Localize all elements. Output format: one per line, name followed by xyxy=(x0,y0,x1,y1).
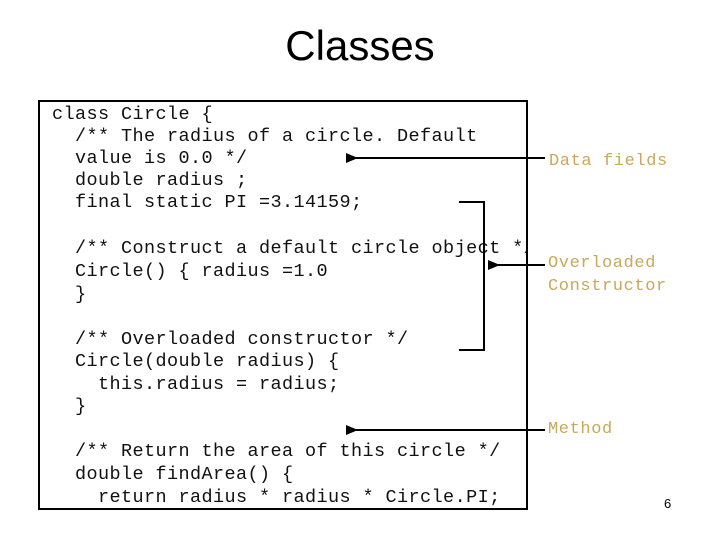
code-line: /** Overloaded constructor */ xyxy=(52,329,409,350)
code-line: } xyxy=(52,396,87,417)
method-label: Method xyxy=(548,420,613,439)
overloaded-label: Overloaded xyxy=(548,254,657,273)
data-fields-label: Data fields xyxy=(549,152,668,171)
page-number: 6 xyxy=(664,496,672,511)
slide-title: Classes xyxy=(285,22,435,69)
constructor-label: Constructor xyxy=(548,277,667,296)
code-line: double findArea() { xyxy=(52,464,294,485)
code-line: class Circle { xyxy=(52,104,214,125)
code-listing: class Circle { /** The radius of a circl… xyxy=(38,100,528,510)
code-line: /** Return the area of this circle */ xyxy=(52,441,501,462)
code-line: double radius ; xyxy=(52,170,248,191)
code-line: } xyxy=(52,284,87,305)
code-line: Circle() { radius =1.0 xyxy=(52,261,329,282)
code-line: /** Construct a default circle object */ xyxy=(52,238,528,259)
code-line: value is 0.0 */ xyxy=(52,148,248,169)
constructor-bracket xyxy=(459,201,485,351)
code-line: return radius * radius * Circle.PI; xyxy=(52,487,501,508)
code-line: /** The radius of a circle. Default xyxy=(52,126,478,147)
code-line: final static PI =3.14159; xyxy=(52,192,363,213)
code-line: Circle(double radius) { xyxy=(52,351,340,372)
code-line: this.radius = radius; xyxy=(52,374,340,395)
